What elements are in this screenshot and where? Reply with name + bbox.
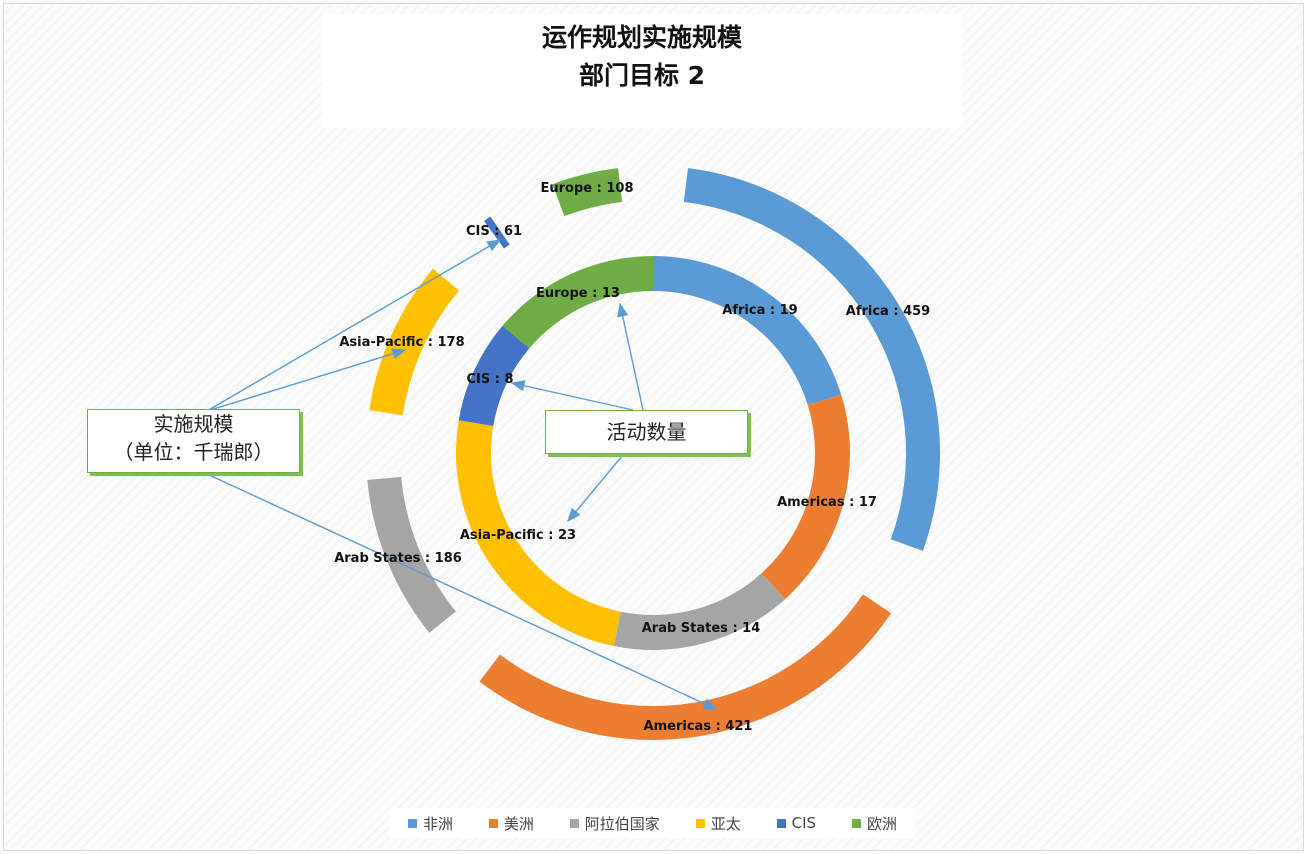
legend: 非洲 美洲 阿拉伯国家 亚太 CIS 欧洲 [390,808,915,838]
outer-segment-americas [479,594,892,740]
outer-label-africa: Africa : 459 [846,304,930,319]
legend-swatch [569,818,579,828]
legend-swatch [407,818,417,828]
outer-label-europe: Europe : 108 [541,181,634,196]
legend-item-africa: 非洲 [407,813,453,834]
legend-item-americas: 美洲 [488,813,534,834]
legend-swatch [851,818,861,828]
outer-label-asia-pacific: Asia-Pacific : 178 [339,335,464,350]
callout-arrow-5 [510,380,634,411]
legend-label: 阿拉伯国家 [584,814,660,833]
inner-segment-cis [458,325,530,427]
inner-segment-asia-pacific [456,420,621,647]
callout-arrow-6 [567,454,624,523]
callout-arrow-4 [617,302,644,411]
inner-label-asia-pacific: Asia-Pacific : 23 [460,528,576,543]
outer-segment-arab-states [367,476,456,633]
chart-title-line-1: 运作规划实施规模 [541,23,742,52]
legend-label: 亚太 [710,814,741,833]
outer-label-arab-states: Arab States : 186 [334,551,462,566]
outer-segment-asia-pacific [369,268,460,416]
legend-label: 欧洲 [866,814,897,833]
legend-label: CIS [791,814,817,832]
callout-scale-line-2: （单位：千瑞郎） [113,440,274,464]
callout-arrow-3 [206,473,718,710]
legend-item-arab: 阿拉伯国家 [569,813,660,834]
callout-scale: 实施规模 （单位：千瑞郎） [87,409,300,473]
inner-ring-series [456,256,851,650]
callout-arrow-1 [206,239,502,412]
outer-ring-series [367,168,940,740]
legend-item-asia: 亚太 [695,813,741,834]
inner-label-africa: Africa : 19 [722,303,797,318]
legend-label: 非洲 [422,814,453,833]
callout-count-line-1: 活动数量 [606,420,687,444]
inner-label-europe: Europe : 13 [536,286,620,301]
outer-label-cis: CIS : 61 [466,224,522,239]
callout-arrows [206,239,718,710]
outer-segment-cis [484,216,510,249]
inner-segment-europe [502,256,653,349]
outer-segment-europe [552,168,623,217]
outer-label-americas: Americas : 421 [644,719,753,734]
outer-segment-africa [683,168,940,551]
legend-label: 美洲 [503,814,534,833]
inner-label-cis: CIS : 8 [466,372,513,387]
chart-title-line-2: 部门目标 2 [578,61,706,90]
callout-scale-line-1: 实施规模 [153,412,234,436]
inner-segment-arab-states [613,573,786,650]
legend-item-europe: 欧洲 [851,813,897,834]
title-background [322,14,962,128]
inner-label-arab-states: Arab States : 14 [642,621,761,636]
legend-item-cis: CIS [776,814,817,832]
legend-swatch [695,818,705,828]
callout-count: 活动数量 [545,410,748,454]
callout-arrow-2 [206,348,407,412]
inner-segment-africa [653,256,842,406]
legend-swatch [488,818,498,828]
inner-segment-americas [761,394,851,600]
legend-swatch [776,818,786,828]
inner-label-americas: Americas : 17 [777,495,877,510]
